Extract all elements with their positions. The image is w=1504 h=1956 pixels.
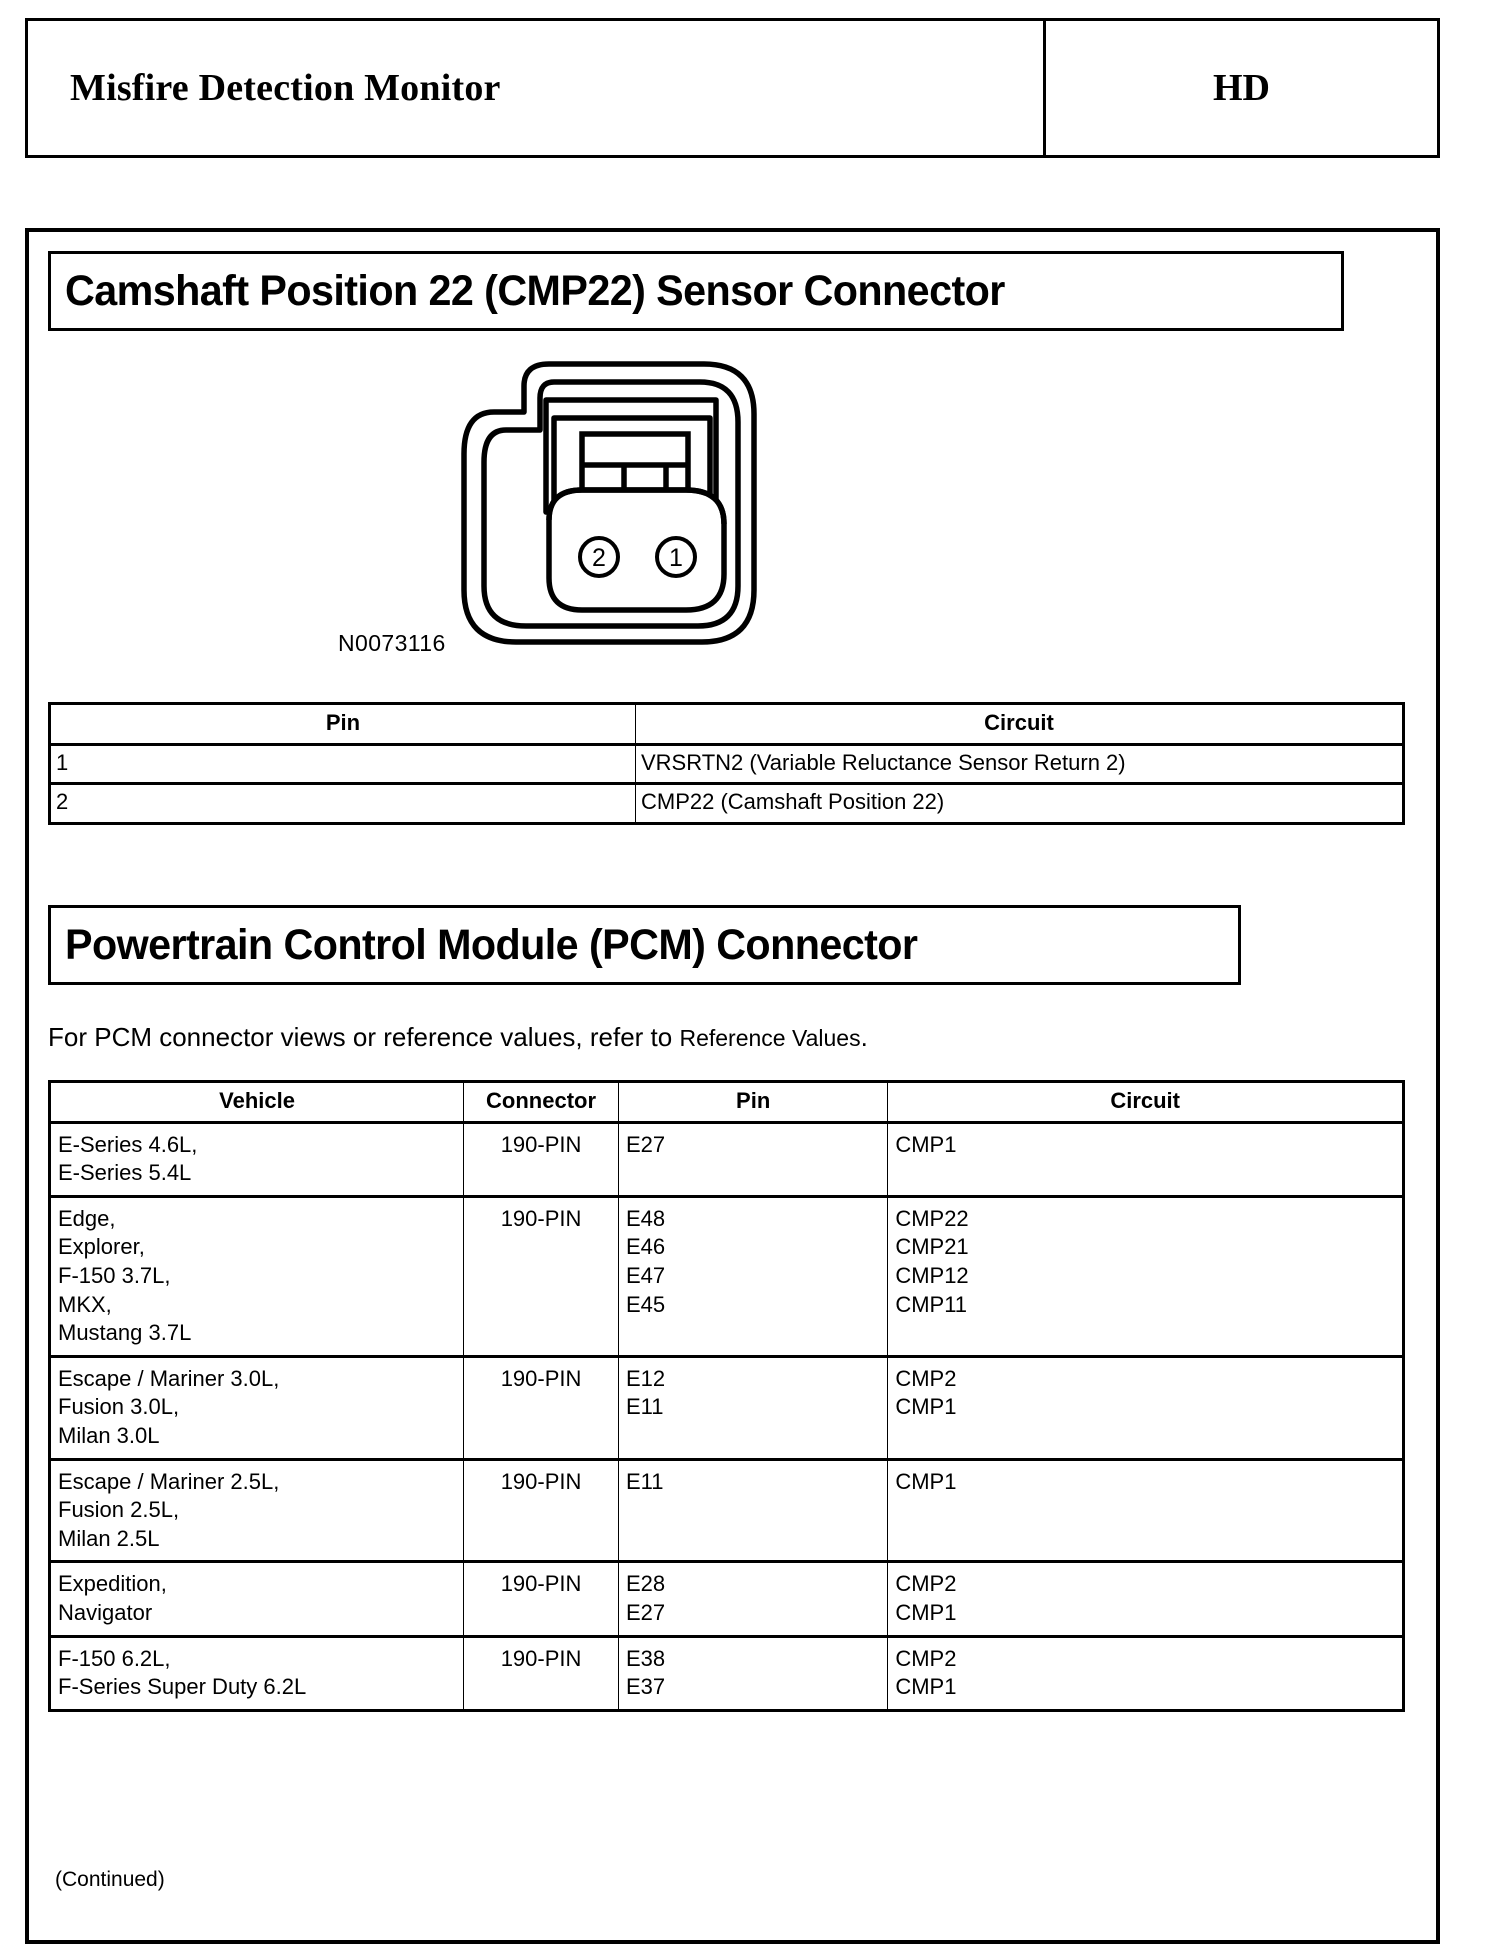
cell-pin: E12 E11: [617, 1354, 889, 1460]
table-row: E-Series 4.6L, E-Series 5.4L 190-PIN E27…: [48, 1121, 1404, 1197]
pcm-reference-note-prefix: For PCM connector views or reference val…: [48, 1022, 680, 1052]
table-row: Edge, Explorer, F-150 3.7L, MKX, Mustang…: [48, 1194, 1404, 1357]
cell-pin: 1: [49, 743, 636, 785]
table-row: Expedition, Navigator 190-PIN E28 E27 CM…: [48, 1560, 1404, 1637]
section-heading-pcm-label: Powertrain Control Module (PCM) Connecto…: [65, 920, 918, 969]
page-title: Misfire Detection Monitor: [70, 67, 501, 109]
cell-pin: E11: [617, 1457, 889, 1563]
connector-figure: 2 1 N0073116: [48, 342, 1418, 682]
column-header-connector: Connector: [463, 1081, 619, 1124]
document-title-cell: Misfire Detection Monitor: [28, 21, 1046, 155]
pin-circuit-table: Pin Circuit 1 VRSRTN2 (Variable Reluctan…: [48, 702, 1405, 825]
cell-pin: 2: [49, 782, 636, 824]
table-row: 1 VRSRTN2 (Variable Reluctance Sensor Re…: [49, 743, 1404, 785]
cell-connector: 190-PIN: [463, 1121, 619, 1197]
column-header-circuit: Circuit: [887, 1081, 1404, 1124]
table-header-row: Pin Circuit: [49, 703, 1404, 746]
pcm-reference-note: For PCM connector views or reference val…: [48, 1022, 868, 1053]
cmp22-connector-diagram-icon: 2 1: [461, 361, 757, 645]
connector-figure-id: N0073116: [338, 630, 446, 656]
section-heading-pcm: Powertrain Control Module (PCM) Connecto…: [48, 905, 1241, 985]
column-header-circuit: Circuit: [635, 703, 1404, 746]
cell-circuit: CMP22 (Camshaft Position 22): [635, 782, 1404, 824]
continued-note: (Continued): [55, 1868, 165, 1891]
connector-pin-2-label: 2: [592, 544, 606, 572]
cell-circuit: VRSRTN2 (Variable Reluctance Sensor Retu…: [635, 743, 1404, 785]
table-header-row: Vehicle Connector Pin Circuit: [48, 1081, 1404, 1124]
table-row: 2 CMP22 (Camshaft Position 22): [49, 782, 1404, 824]
page-header: Misfire Detection Monitor HD: [25, 18, 1440, 158]
pcm-vehicle-table: Vehicle Connector Pin Circuit E-Series 4…: [48, 1080, 1405, 1712]
document-code: HD: [1213, 67, 1270, 109]
table-row: Escape / Mariner 2.5L, Fusion 2.5L, Mila…: [48, 1457, 1404, 1563]
cell-vehicle: Expedition, Navigator: [48, 1560, 465, 1637]
pcm-reference-note-suffix: .: [860, 1022, 868, 1052]
column-header-pin: Pin: [49, 703, 636, 746]
connector-pin-1-label: 1: [669, 544, 683, 572]
column-header-vehicle: Vehicle: [48, 1081, 465, 1124]
column-header-pin: Pin: [617, 1081, 889, 1124]
cell-circuit: CMP2 CMP1: [887, 1634, 1404, 1711]
cell-connector: 190-PIN: [463, 1560, 619, 1637]
cell-connector: 190-PIN: [463, 1194, 619, 1357]
content-frame: Camshaft Position 22 (CMP22) Sensor Conn…: [25, 228, 1440, 1944]
cell-vehicle: F-150 6.2L, F-Series Super Duty 6.2L: [48, 1634, 465, 1711]
cell-pin: E28 E27: [617, 1560, 889, 1637]
cell-connector: 190-PIN: [463, 1457, 619, 1563]
cell-pin: E38 E37: [617, 1634, 889, 1711]
cell-pin: E48 E46 E47 E45: [617, 1194, 889, 1357]
cell-vehicle: Edge, Explorer, F-150 3.7L, MKX, Mustang…: [48, 1194, 465, 1357]
cell-circuit: CMP2 CMP1: [887, 1560, 1404, 1637]
cell-connector: 190-PIN: [463, 1354, 619, 1460]
cell-vehicle: E-Series 4.6L, E-Series 5.4L: [48, 1121, 465, 1197]
cell-vehicle: Escape / Mariner 3.0L, Fusion 3.0L, Mila…: [48, 1354, 465, 1460]
cell-connector: 190-PIN: [463, 1634, 619, 1711]
table-row: Escape / Mariner 3.0L, Fusion 3.0L, Mila…: [48, 1354, 1404, 1460]
cell-circuit: CMP22 CMP21 CMP12 CMP11: [887, 1194, 1404, 1357]
document-code-cell: HD: [1046, 21, 1437, 155]
cell-vehicle: Escape / Mariner 2.5L, Fusion 2.5L, Mila…: [48, 1457, 465, 1563]
section-heading-cmp22-label: Camshaft Position 22 (CMP22) Sensor Conn…: [65, 266, 1005, 315]
cell-pin: E27: [617, 1121, 889, 1197]
cell-circuit: CMP2 CMP1: [887, 1354, 1404, 1460]
section-heading-cmp22: Camshaft Position 22 (CMP22) Sensor Conn…: [48, 251, 1344, 331]
cell-circuit: CMP1: [887, 1457, 1404, 1563]
cell-circuit: CMP1: [887, 1121, 1404, 1197]
table-row: F-150 6.2L, F-Series Super Duty 6.2L 190…: [48, 1634, 1404, 1711]
reference-values-link[interactable]: Reference Values: [679, 1025, 861, 1051]
